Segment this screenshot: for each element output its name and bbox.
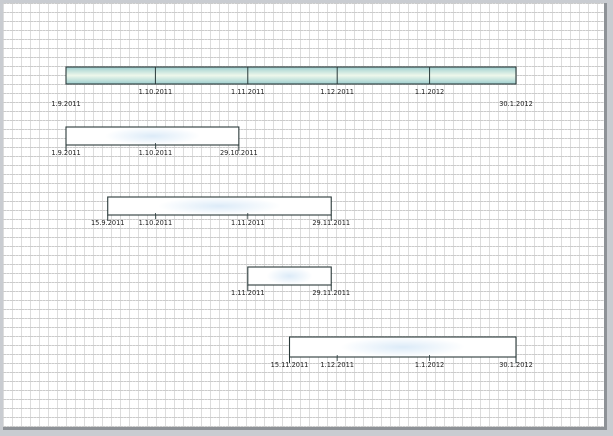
- date-label: 1.12.2011: [320, 361, 354, 369]
- interval-bar: [247, 266, 332, 286]
- interval-1: 1.9.2011 1.10.2011 29.10.2011: [51, 126, 258, 157]
- interval-bar: [65, 126, 240, 146]
- timeline-bars: 1.9.2011 1.10.2011 1.11.2011 1.12.2011 1.1.2…: [51, 66, 533, 369]
- date-label: 29.11.2011: [312, 289, 350, 297]
- interval-bar: [107, 196, 332, 216]
- interval-2: 15.9.2011 1.10.2011 1.11.2011 29.11.2011: [91, 196, 350, 227]
- interval-3: 1.11.2011 29.11.2011: [231, 266, 350, 297]
- date-label: 1.10.2011: [139, 149, 173, 157]
- date-label: 15.11.2011: [271, 361, 309, 369]
- date-label: 29.11.2011: [312, 219, 350, 227]
- date-label: 30.1.2012: [499, 361, 533, 369]
- date-label: 1.10.2011: [139, 219, 173, 227]
- date-label: 1.11.2011: [231, 289, 265, 297]
- date-label: 30.1.2012: [499, 100, 533, 108]
- date-label: 1.1.2012: [415, 88, 444, 96]
- interval-4: 15.11.2011 1.12.2011 1.1.2012 30.1.2012: [271, 336, 533, 369]
- date-label: 1.10.2011: [139, 88, 173, 96]
- date-label: 1.1.2012: [415, 361, 444, 369]
- main-timeline-bar: [65, 66, 517, 85]
- date-label: 1.11.2011: [231, 88, 265, 96]
- date-label: 1.9.2011: [51, 100, 80, 108]
- interval-bar: [288, 336, 517, 358]
- main-timeline: 1.9.2011 1.10.2011 1.11.2011 1.12.2011 1.1.2…: [51, 66, 533, 108]
- date-label: 1.9.2011: [51, 149, 80, 157]
- date-label: 15.9.2011: [91, 219, 125, 227]
- date-label: 29.10.2011: [220, 149, 258, 157]
- date-label: 1.12.2011: [320, 88, 354, 96]
- date-label: 1.11.2011: [231, 219, 265, 227]
